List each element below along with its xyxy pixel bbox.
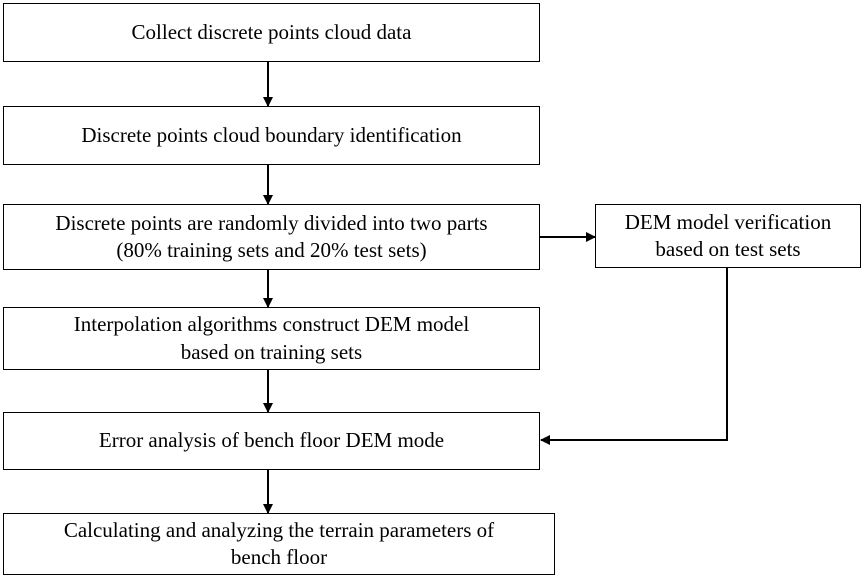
step-verify-line1: DEM model verification	[624, 209, 832, 234]
step-random-divide: Discrete points are randomly divided int…	[3, 204, 540, 270]
step-interp-line1: Interpolation algorithms construct DEM m…	[73, 312, 470, 337]
step-error-analysis: Error analysis of bench floor DEM mode	[3, 412, 540, 470]
step-divide-line2: (80% training sets and 20% test sets)	[116, 238, 427, 262]
step-verify-line2: based on test sets	[655, 237, 801, 261]
arrow-verify-to-error	[540, 268, 728, 445]
step-collect-label: Collect discrete points cloud data	[131, 19, 412, 44]
step-model-verification: DEM model verification based on test set…	[595, 204, 861, 268]
step-error-label: Error analysis of bench floor DEM mode	[98, 428, 445, 453]
step-boundary-identification: Discrete points cloud boundary identific…	[3, 106, 540, 165]
step-calc-line1: Calculating and analyzing the terrain pa…	[63, 517, 495, 542]
step-collect-data: Collect discrete points cloud data	[3, 3, 540, 62]
step-interpolation: Interpolation algorithms construct DEM m…	[3, 307, 540, 370]
step-boundary-label: Discrete points cloud boundary identific…	[81, 122, 462, 147]
step-terrain-parameters: Calculating and analyzing the terrain pa…	[3, 513, 555, 575]
step-interp-line2: based on training sets	[180, 339, 363, 364]
step-calc-line2: bench floor	[230, 545, 328, 569]
step-divide-line1: Discrete points are randomly divided int…	[55, 210, 488, 235]
